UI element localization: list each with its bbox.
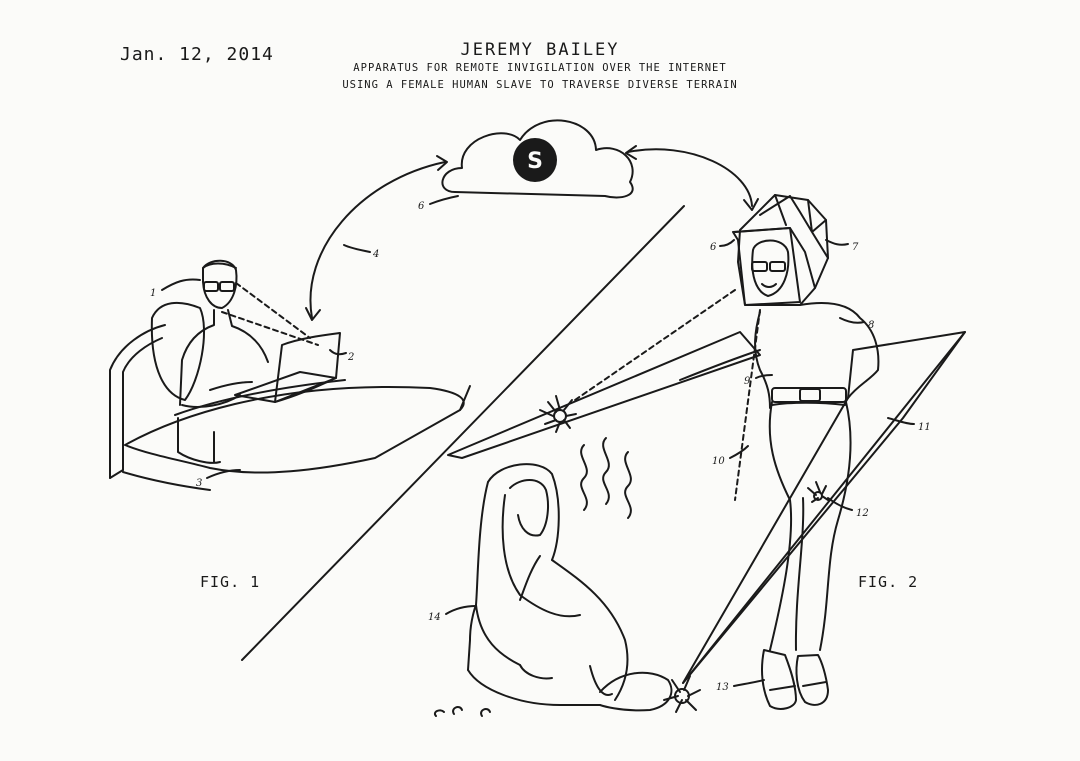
laptop-illustration: [235, 333, 340, 402]
ref-8: 8: [868, 320, 874, 331]
ref-1: 1: [150, 288, 156, 299]
ref-4: 4: [372, 249, 379, 260]
logo-letter: S: [527, 149, 543, 174]
spark-right: [808, 482, 828, 502]
figure-2-label: FIG. 2: [858, 573, 918, 591]
ref-6b: 6: [710, 242, 717, 253]
arrow-cloud-to-helmet: [628, 149, 752, 206]
ref-2: 2: [347, 352, 354, 363]
ref-9: 9: [744, 376, 751, 387]
cloud-server: S: [442, 120, 632, 197]
ref-3: 3: [196, 478, 202, 489]
figure-1-label: FIG. 1: [200, 573, 260, 591]
ref-7: 7: [852, 242, 859, 253]
ref-10: 10: [712, 456, 725, 467]
ref-14: 14: [428, 612, 441, 623]
helmet-wearer-illustration: [448, 195, 965, 709]
ref-11: 11: [918, 422, 931, 433]
ref-12: 12: [856, 508, 869, 519]
hooded-figure-illustration: [435, 464, 672, 716]
ref-13: 13: [716, 682, 729, 693]
arrow-laptop-to-cloud: [310, 162, 445, 318]
ref-6a: 6: [418, 201, 425, 212]
divider-line: [242, 206, 684, 660]
